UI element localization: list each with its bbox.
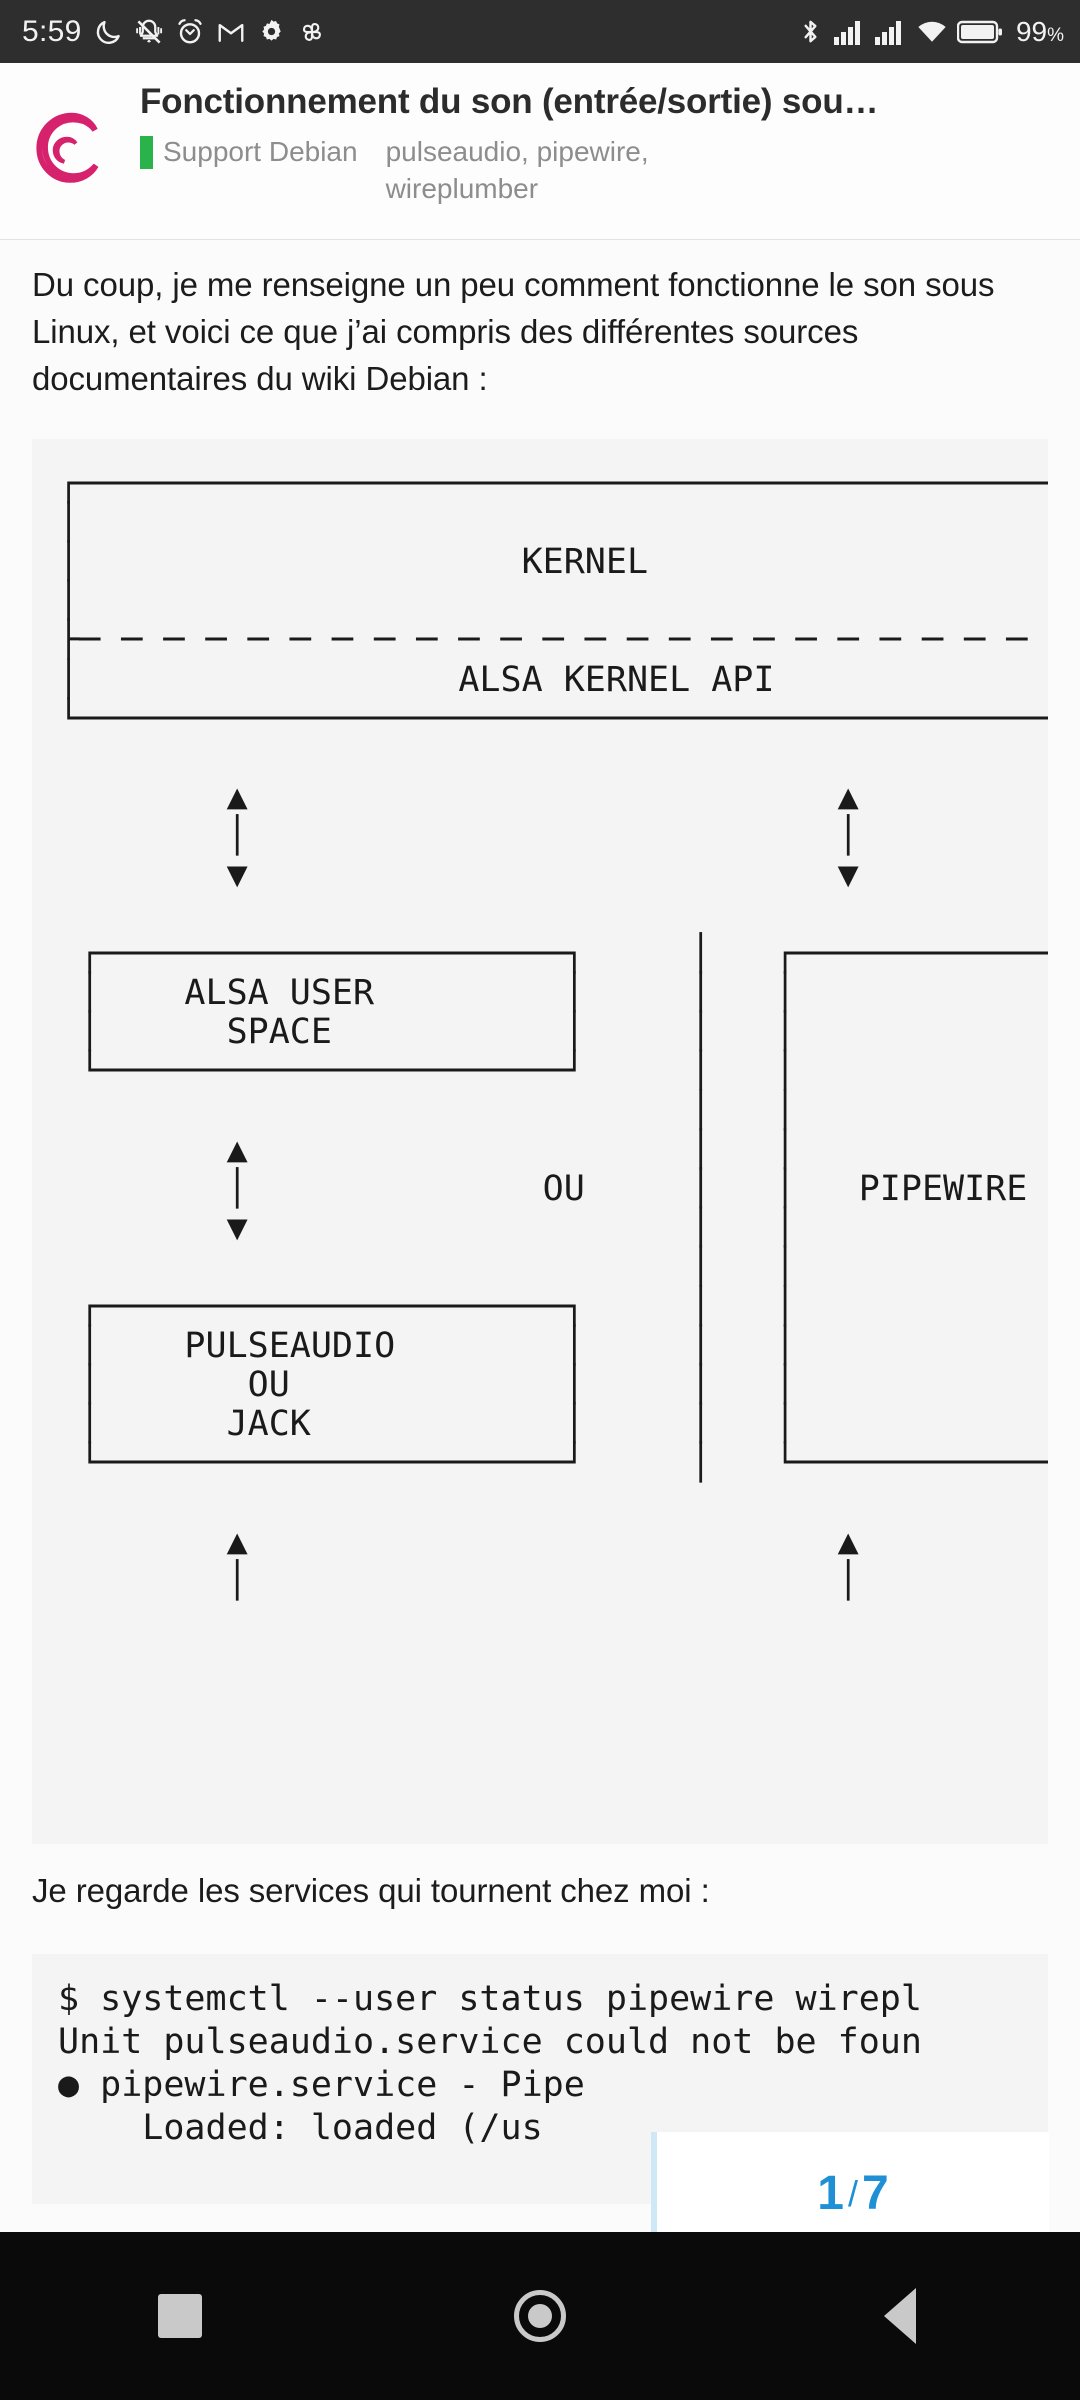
moon-icon	[93, 17, 123, 47]
home-button[interactable]	[460, 2266, 620, 2366]
alarm-clock-icon	[175, 17, 205, 47]
paragraph-intro: Du coup, je me renseigne un peu comment …	[32, 266, 995, 397]
back-button[interactable]	[820, 2266, 980, 2366]
category-chip[interactable]: Support Debian	[140, 134, 358, 170]
page-current: 1	[817, 2167, 844, 2220]
recents-button[interactable]	[100, 2266, 260, 2366]
ascii-diagram-block: ┌───────────────────────────────────────…	[32, 438, 1048, 1844]
status-bar-left-group: 5:59	[22, 14, 327, 48]
status-bar-clock: 5:59	[22, 14, 82, 48]
android-navigation-bar	[0, 2232, 1080, 2400]
category-label: Support Debian	[163, 136, 358, 168]
signal-sim1-icon	[833, 19, 866, 45]
recents-icon	[158, 2294, 202, 2338]
page-title: Fonctionnement du son (entrée/sortie) so…	[140, 82, 879, 121]
wifi-icon	[916, 19, 948, 45]
status-bar[interactable]: 5:59	[0, 0, 1080, 63]
gear-icon	[257, 17, 286, 46]
status-bar-right-group: 99%	[796, 16, 1064, 48]
tag-list[interactable]: pulseaudio, pipewire, wireplumber	[385, 136, 649, 204]
terminal-output: $ systemctl --user status pipewire wirep…	[58, 1979, 922, 2148]
page-total: 7	[862, 2167, 889, 2220]
home-icon	[514, 2290, 566, 2342]
post-header-text: Fonctionnement du son (entrée/sortie) so…	[140, 73, 1080, 207]
bell-muted-icon	[134, 17, 164, 47]
back-icon	[884, 2288, 916, 2344]
bluetooth-icon	[796, 17, 825, 46]
page-separator: /	[847, 2172, 858, 2214]
battery-percent-label: 99%	[1015, 15, 1064, 47]
paragraph-services: Je regarde les services qui tournent che…	[32, 1871, 710, 1909]
post-header[interactable]: Fonctionnement du son (entrée/sortie) so…	[0, 63, 1080, 240]
gmail-icon	[216, 17, 246, 47]
pinwheel-icon	[297, 17, 327, 47]
ascii-diagram: ┌───────────────────────────────────────…	[58, 463, 1048, 1601]
post-content-scroll[interactable]: Du coup, je me renseigne un peu comment …	[0, 240, 1080, 2232]
category-color-bar	[140, 136, 153, 170]
battery-icon	[956, 19, 1003, 45]
debian-swirl-logo	[0, 73, 140, 223]
post-meta-row: Support Debian pulseaudio, pipewire, wir…	[140, 134, 1070, 207]
signal-sim2-icon	[874, 19, 907, 45]
